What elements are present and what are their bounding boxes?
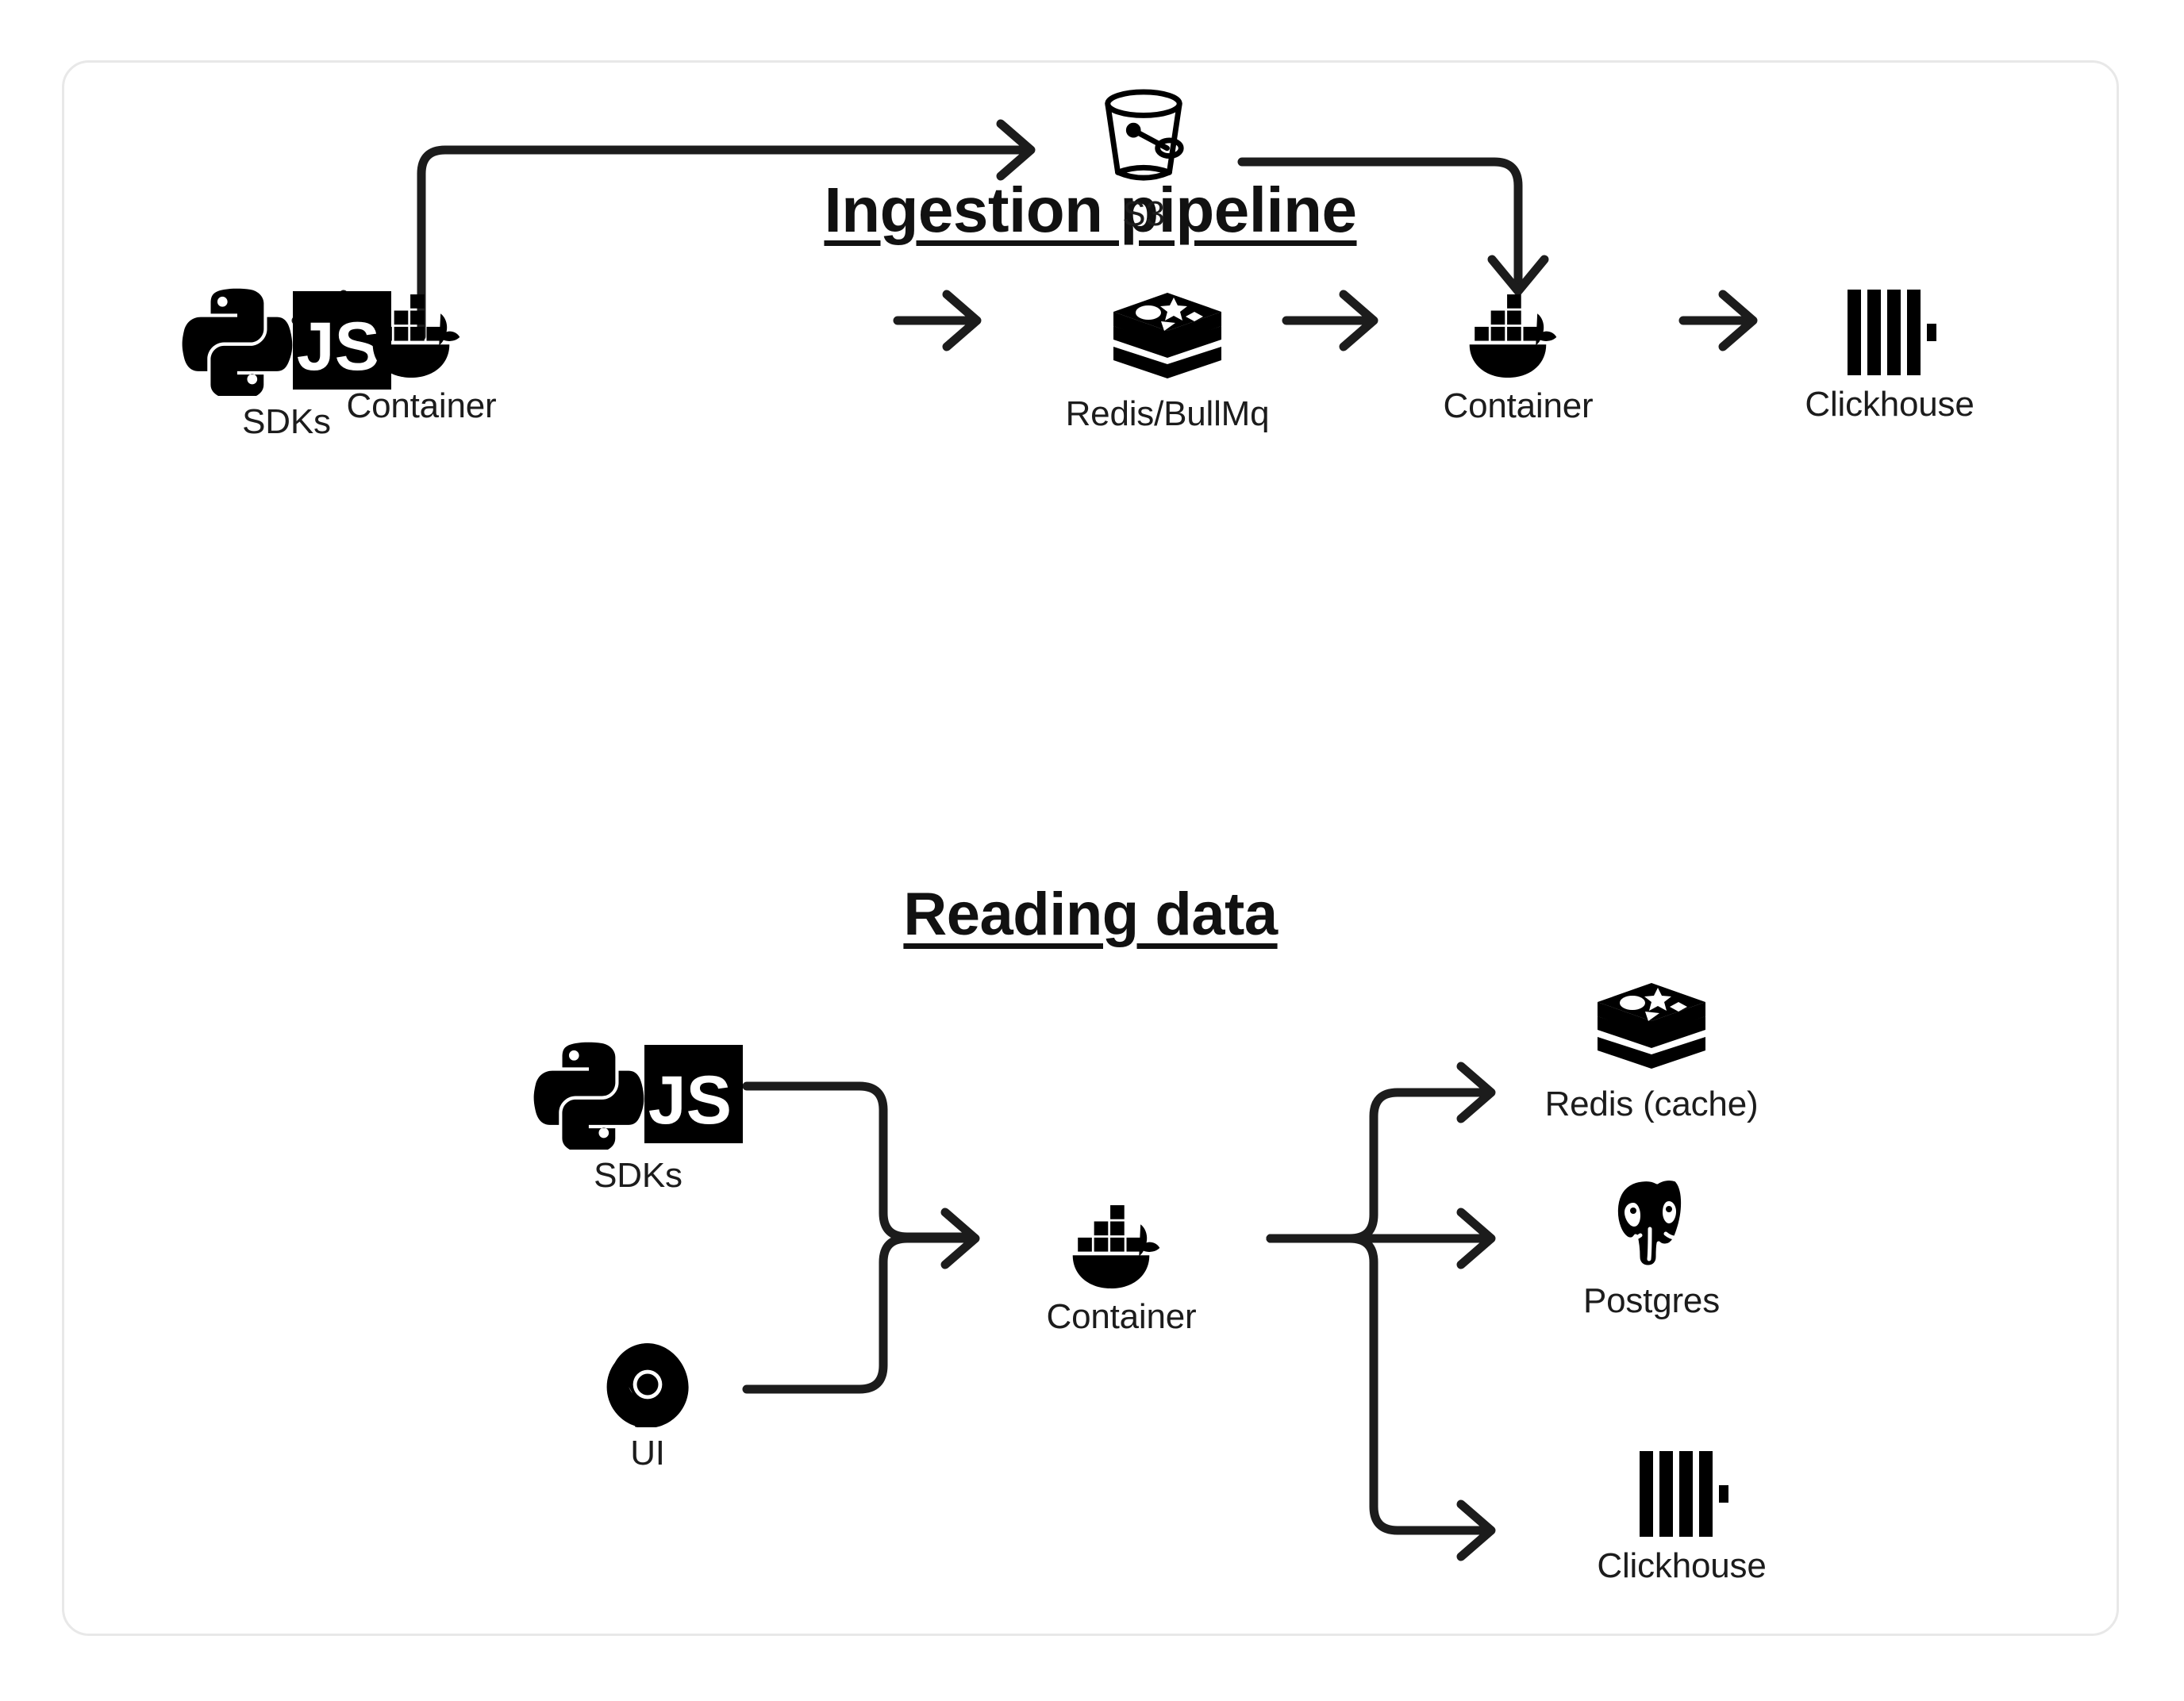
node-label-ui: UI bbox=[630, 1434, 665, 1473]
node-container-ingest-1[interactable]: Container bbox=[334, 293, 509, 424]
edge-container-to-rediscache bbox=[1266, 1062, 1496, 1243]
node-redis-cache[interactable]: Redis (cache) bbox=[1525, 981, 1778, 1123]
docker-whale-icon bbox=[1070, 1204, 1173, 1291]
diagram-card: Ingestion pipeline Reading data JS SDKs bbox=[62, 60, 2119, 1636]
edge-ui-to-container bbox=[742, 1208, 980, 1394]
js-badge-label: JS bbox=[296, 309, 380, 385]
node-ui[interactable]: UI bbox=[588, 1342, 707, 1472]
postgres-elephant-icon bbox=[1601, 1173, 1702, 1275]
javascript-icon: JS bbox=[644, 1045, 743, 1143]
redis-layers-icon bbox=[1112, 291, 1223, 388]
node-postgres[interactable]: Postgres bbox=[1564, 1173, 1739, 1319]
python-js-sdk-icon: JS bbox=[182, 285, 391, 396]
s3-bucket-icon bbox=[1097, 86, 1190, 188]
node-clickhouse-reading[interactable]: Clickhouse bbox=[1563, 1451, 1801, 1584]
node-container-reading[interactable]: Container bbox=[1034, 1204, 1209, 1335]
python-js-sdk-icon: JS bbox=[533, 1039, 743, 1150]
node-clickhouse-ingestion[interactable]: Clickhouse bbox=[1771, 290, 2009, 423]
edge-container-to-clickhouse bbox=[1266, 1234, 1496, 1561]
docker-whale-icon bbox=[370, 293, 473, 380]
node-label-sdks: SDKs bbox=[242, 402, 331, 441]
node-label-clickhouse-reading: Clickhouse bbox=[1597, 1546, 1767, 1585]
node-label-container-1: Container bbox=[346, 386, 497, 425]
clickhouse-bars-icon bbox=[1635, 1451, 1728, 1540]
node-label-postgres: Postgres bbox=[1582, 1281, 1721, 1320]
edge-container1-to-redis bbox=[893, 290, 982, 351]
node-container-ingest-2[interactable]: Container bbox=[1431, 293, 1605, 424]
node-label-s3: S3 bbox=[1122, 194, 1165, 233]
docker-whale-icon bbox=[1467, 293, 1570, 380]
node-label-clickhouse-ingestion: Clickhouse bbox=[1805, 385, 1974, 424]
node-sdks-reading[interactable]: JS SDKs bbox=[523, 1039, 753, 1194]
redis-layers-icon bbox=[1596, 981, 1707, 1078]
node-label-redis-cache: Redis (cache) bbox=[1544, 1085, 1759, 1123]
node-redis-bullmq[interactable]: Redis/BullMq bbox=[1040, 291, 1294, 432]
edge-redis-to-container2 bbox=[1282, 290, 1378, 351]
section-title-reading: Reading data bbox=[903, 881, 1278, 948]
node-label-container-reading: Container bbox=[1046, 1297, 1197, 1336]
node-sdks-ingestion[interactable]: JS SDKs bbox=[167, 285, 406, 440]
python-icon bbox=[182, 288, 293, 396]
node-s3[interactable]: S3 bbox=[1056, 86, 1231, 232]
edge-container-to-postgres bbox=[1266, 1208, 1496, 1269]
edge-container2-to-clickhouse bbox=[1678, 290, 1758, 351]
node-label-container-2: Container bbox=[1443, 386, 1594, 425]
node-label-sdks-reading: SDKs bbox=[594, 1156, 682, 1195]
node-label-redis-bullmq: Redis/BullMq bbox=[1065, 394, 1270, 433]
python-icon bbox=[533, 1042, 644, 1150]
javascript-icon: JS bbox=[293, 291, 391, 390]
js-badge-label: JS bbox=[648, 1062, 732, 1138]
section-title-ingestion: Ingestion pipeline bbox=[824, 175, 1357, 245]
clickhouse-bars-icon bbox=[1843, 290, 1936, 378]
edge-sdks-to-container bbox=[742, 1081, 974, 1242]
chrome-browser-icon bbox=[605, 1342, 690, 1427]
